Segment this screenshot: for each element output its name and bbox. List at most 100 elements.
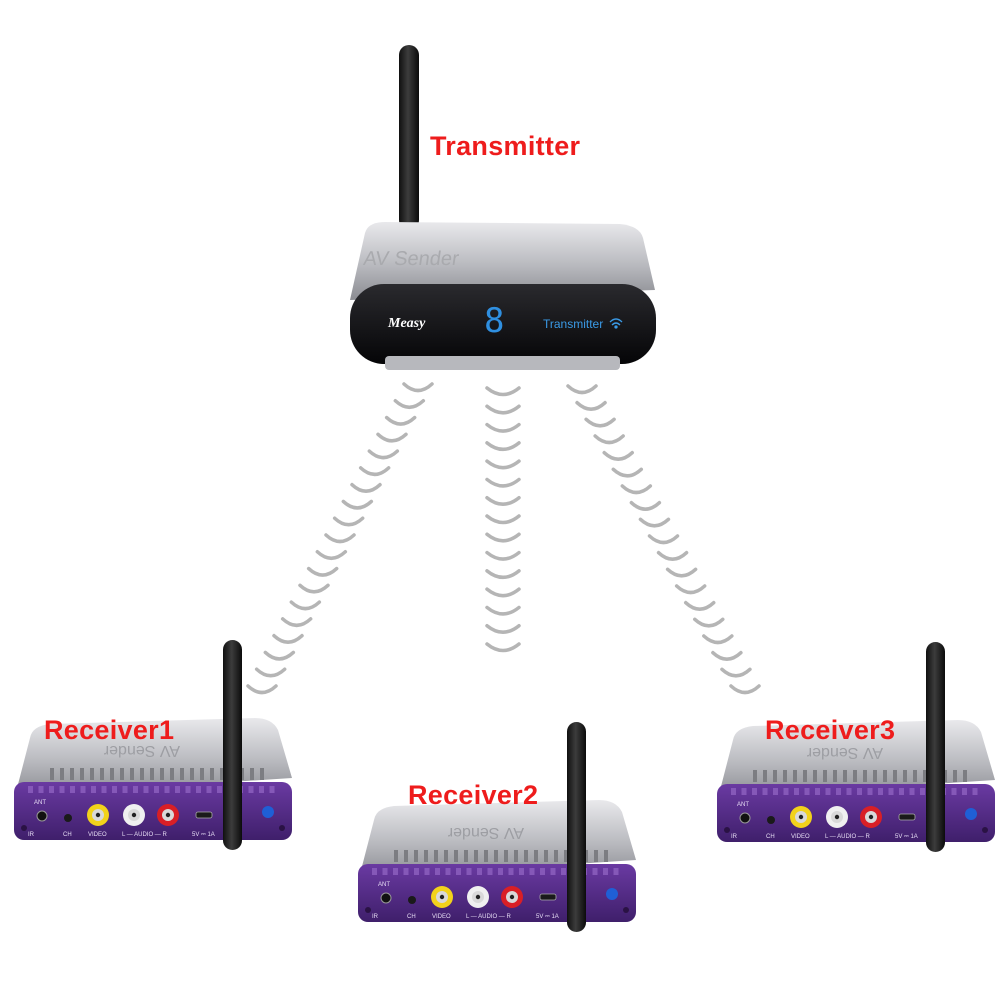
panel-slot (269, 786, 275, 793)
vent-slot (474, 850, 478, 862)
vent-slot (60, 768, 64, 780)
panel-slot (435, 868, 440, 875)
vent-slot (893, 770, 897, 782)
audio-left-rca-jack-pin (131, 812, 137, 818)
vent-slot (773, 770, 777, 782)
power-port[interactable] (539, 893, 557, 901)
signal-wave-center-arc-9 (485, 532, 521, 543)
panel-slot (164, 786, 170, 793)
port-label-video: VIDEO (88, 832, 107, 838)
panel-slot (846, 788, 852, 795)
signal-wave-right-arc-10 (647, 534, 680, 545)
power-port[interactable] (195, 811, 213, 819)
signal-wave-right-arc-14 (683, 600, 716, 611)
panel-slot (519, 868, 524, 875)
vent-slot (220, 768, 224, 780)
panel-slot (878, 788, 883, 795)
blue-button[interactable] (965, 808, 977, 820)
panel-slot (49, 786, 54, 793)
vent-slot (564, 850, 568, 862)
panel-slot (70, 786, 75, 793)
panel-slot (477, 868, 482, 875)
panel-slot (909, 788, 915, 795)
panel-slot (175, 786, 180, 793)
signal-wave-center-arc-10 (485, 550, 521, 561)
screw (21, 825, 27, 831)
vent-slot (763, 770, 767, 782)
vent-slot (434, 850, 438, 862)
vent-slot (454, 850, 458, 862)
vent-slot (110, 768, 114, 780)
antenna-icon (567, 722, 586, 932)
signal-wave-center-arc-6 (485, 477, 521, 488)
transmitter-top (350, 222, 655, 300)
panel-slot (372, 868, 377, 875)
vent-slot (80, 768, 84, 780)
screw (279, 825, 285, 831)
signal-wave-center-arc-4 (485, 441, 521, 452)
vent-slot (913, 770, 917, 782)
panel-slot (540, 868, 545, 875)
signal-wave-center-arc-14 (485, 623, 521, 634)
signal-wave-left-arc-11 (315, 550, 348, 561)
receiver-front-panel (14, 782, 292, 840)
signal-wave-left-arc-12 (306, 566, 339, 577)
signal-wave-right-arc-12 (665, 567, 698, 578)
panel-slot (550, 868, 556, 875)
vent-slot (424, 850, 428, 862)
vent-slot (464, 850, 468, 862)
antenna-icon (926, 642, 945, 852)
vent-slot (524, 850, 528, 862)
ir-jack[interactable] (380, 892, 392, 904)
audio-left-rca-jack-pin (834, 814, 840, 820)
signal-wave-center-arc-7 (485, 495, 521, 506)
signal-wave-right-arc-13 (674, 584, 707, 595)
panel-slot (972, 788, 978, 795)
panel-slot (487, 868, 493, 875)
ir-jack[interactable] (36, 810, 48, 822)
port-label-ir: IR (731, 834, 738, 840)
screw (365, 907, 371, 913)
signal-wave-right-arc-7 (620, 484, 653, 495)
blue-button[interactable] (262, 806, 274, 818)
vent-slot (554, 850, 558, 862)
vent-slot (594, 850, 598, 862)
channel-button[interactable] (408, 896, 416, 904)
power-port[interactable] (898, 813, 916, 821)
channel-button[interactable] (767, 816, 775, 824)
panel-slot (752, 788, 757, 795)
ir-jack[interactable] (739, 812, 751, 824)
channel-button[interactable] (64, 814, 72, 822)
panel-slot (143, 786, 149, 793)
panel-slot (91, 786, 96, 793)
vent-slot (813, 770, 817, 782)
antenna-icon (399, 45, 419, 236)
panel-slot (393, 868, 398, 875)
port-label-ant: ANT (378, 882, 390, 888)
port-label-ir: IR (372, 914, 379, 920)
panel-slot (248, 786, 254, 793)
vent-slot (150, 768, 154, 780)
signal-wave-right-arc-11 (656, 550, 689, 561)
panel-slot (592, 868, 598, 875)
panel-slot (603, 868, 608, 875)
vent-slot (200, 768, 204, 780)
transmitter-device: AV Sender Measy 8 Transmitter (350, 45, 656, 370)
panel-slot (154, 786, 159, 793)
signal-wave-left-arc-6 (358, 466, 391, 477)
signal-wave-left-arc-8 (341, 499, 374, 510)
panel-slot (773, 788, 778, 795)
audio-left-rca-jack-pin (475, 894, 481, 900)
vent-slot (140, 768, 144, 780)
port-label-video: VIDEO (791, 834, 810, 840)
panel-slot (456, 868, 461, 875)
panel-slot (196, 786, 201, 793)
vent-slot (444, 850, 448, 862)
blue-button[interactable] (606, 888, 618, 900)
vent-slot (70, 768, 74, 780)
signal-wave-left-arc-18 (254, 667, 287, 678)
panel-slot (112, 786, 117, 793)
